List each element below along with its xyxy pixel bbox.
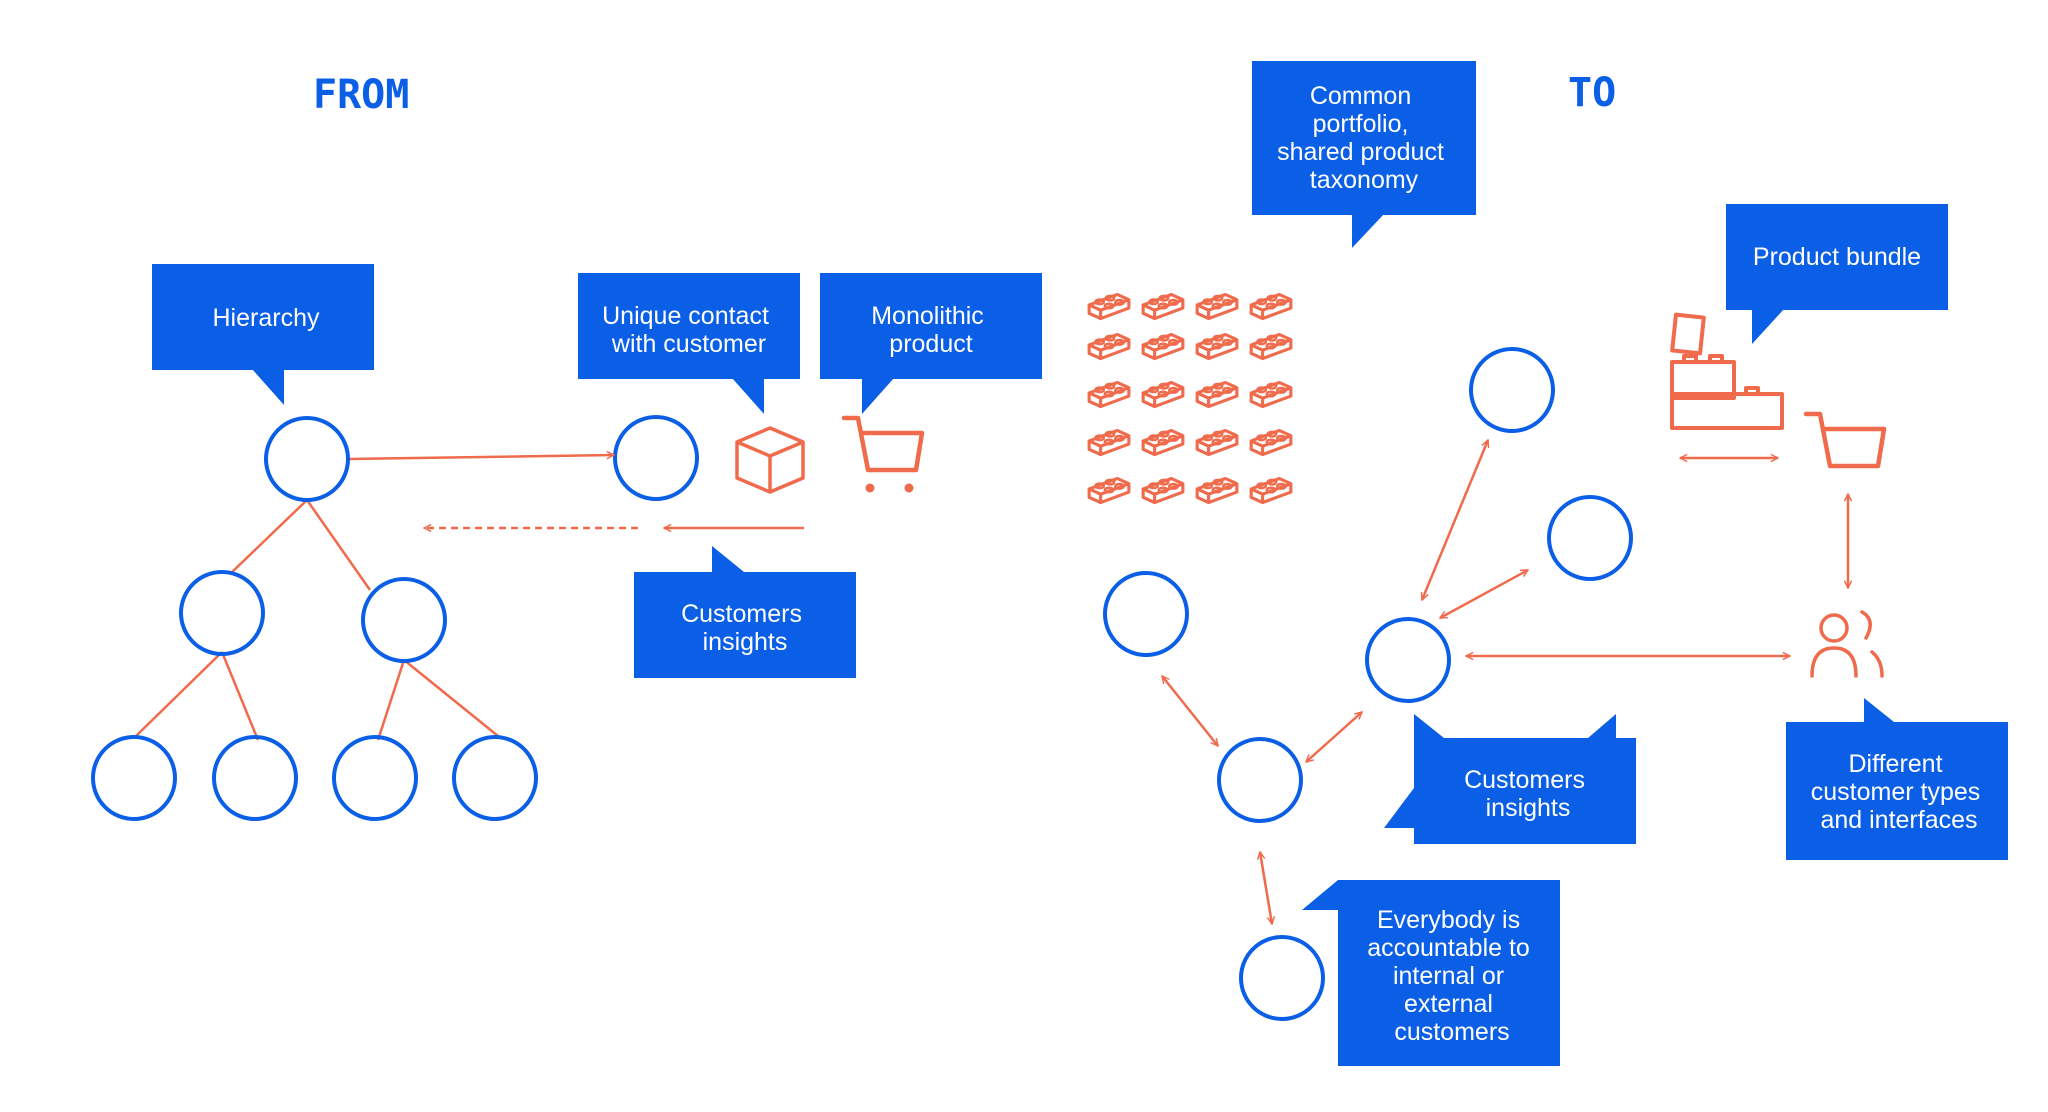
lego-brick-grid: [1087, 292, 1293, 505]
tree-node: [212, 735, 298, 821]
network-node: [1217, 737, 1303, 823]
box-icon: [735, 426, 805, 494]
hub-lower-arrow: [1306, 712, 1362, 762]
svg-text:Unique contact with cust: Unique contact with customer: [602, 302, 776, 358]
callout-customer-types: Different customer types and interfaces: [1786, 698, 2008, 860]
users-icon: [1810, 610, 1884, 678]
lego-brick-icon: [1141, 332, 1185, 361]
svg-text:Customers insights: Customers insights: [1464, 766, 1592, 822]
shopping-cart-icon: [841, 415, 925, 493]
lego-brick-icon: [1195, 476, 1239, 505]
lego-brick-icon: [1195, 428, 1239, 457]
tree-node: [91, 735, 177, 821]
lego-brick-icon: [1141, 476, 1185, 505]
svg-text:Product bundle: Product bundle: [1753, 243, 1921, 271]
lego-brick-icon: [1087, 380, 1131, 409]
lego-brick-icon: [1141, 428, 1185, 457]
network-node-hub: [1365, 617, 1451, 703]
lego-brick-icon: [1249, 292, 1293, 321]
tree-node: [452, 735, 538, 821]
heading-from: FROM: [313, 72, 409, 118]
lego-brick-icon: [1141, 380, 1185, 409]
bottom-node-arrow: [1260, 852, 1272, 924]
callout-common-portfolio: Common portfolio, shared product taxonom…: [1252, 61, 1476, 248]
lego-brick-icon: [1195, 332, 1239, 361]
tree-node: [332, 735, 418, 821]
lego-brick-icon: [1249, 332, 1293, 361]
network-node: [1469, 347, 1555, 433]
svg-text:Different customer types: Different customer types and interfaces: [1811, 750, 1987, 834]
lego-brick-icon: [1087, 332, 1131, 361]
heading-to: TO: [1568, 70, 1616, 116]
network-node: [1547, 495, 1633, 581]
tree-node-root: [264, 416, 350, 502]
lego-brick-icon: [1195, 380, 1239, 409]
lego-brick-icon: [1141, 292, 1185, 321]
shopping-cart-icon: [1803, 411, 1887, 469]
lego-brick-icon: [1087, 292, 1131, 321]
svg-text:Common portfolio,: Common portfolio, shared product taxonom…: [1277, 82, 1451, 194]
lego-brick-icon: [1249, 380, 1293, 409]
network-node: [1103, 571, 1189, 657]
tree-node: [361, 577, 447, 663]
lego-brick-icon: [1087, 428, 1131, 457]
lego-brick-icon: [1195, 292, 1239, 321]
hub-right-arrow: [1440, 568, 1528, 620]
contact-node: [613, 415, 699, 501]
hierarchy-tree-links: [135, 499, 499, 741]
callout-insights-to: Customers insights: [1384, 714, 1636, 844]
svg-text:Hierarchy: Hierarchy: [213, 304, 320, 332]
callout-insights-from: Customers insights: [634, 546, 856, 678]
lego-brick-icon: [1249, 476, 1293, 505]
callout-monolithic: Monolithic product: [820, 273, 1042, 414]
network-nodes: [1103, 347, 1633, 1021]
hierarchy-tree-nodes: [91, 415, 699, 821]
left-node-arrow: [1162, 676, 1218, 746]
callout-accountable: Everybody is accountable to internal or …: [1302, 880, 1560, 1066]
callout-product-bundle: Product bundle: [1726, 204, 1948, 344]
lego-brick-icon: [1249, 428, 1293, 457]
callout-hierarchy: Hierarchy: [152, 264, 374, 405]
tree-node: [179, 570, 265, 656]
svg-text:Monolithic product: Monolithic product: [871, 302, 991, 358]
from-arrows: [349, 455, 804, 528]
network-node: [1239, 935, 1325, 1021]
callout-unique-contact: Unique contact with customer: [578, 273, 800, 414]
lego-brick-icon: [1087, 476, 1131, 505]
hierarchy-to-contact-arrow: [349, 455, 614, 461]
stacked-bricks-icon: [1670, 312, 1784, 430]
svg-text:Customers insights: Customers insights: [681, 600, 809, 656]
svg-text:Everybody is accountable: Everybody is accountable to internal or …: [1367, 906, 1537, 1046]
network-arrows: [1162, 440, 1848, 924]
hub-top-arrow: [1422, 440, 1488, 600]
